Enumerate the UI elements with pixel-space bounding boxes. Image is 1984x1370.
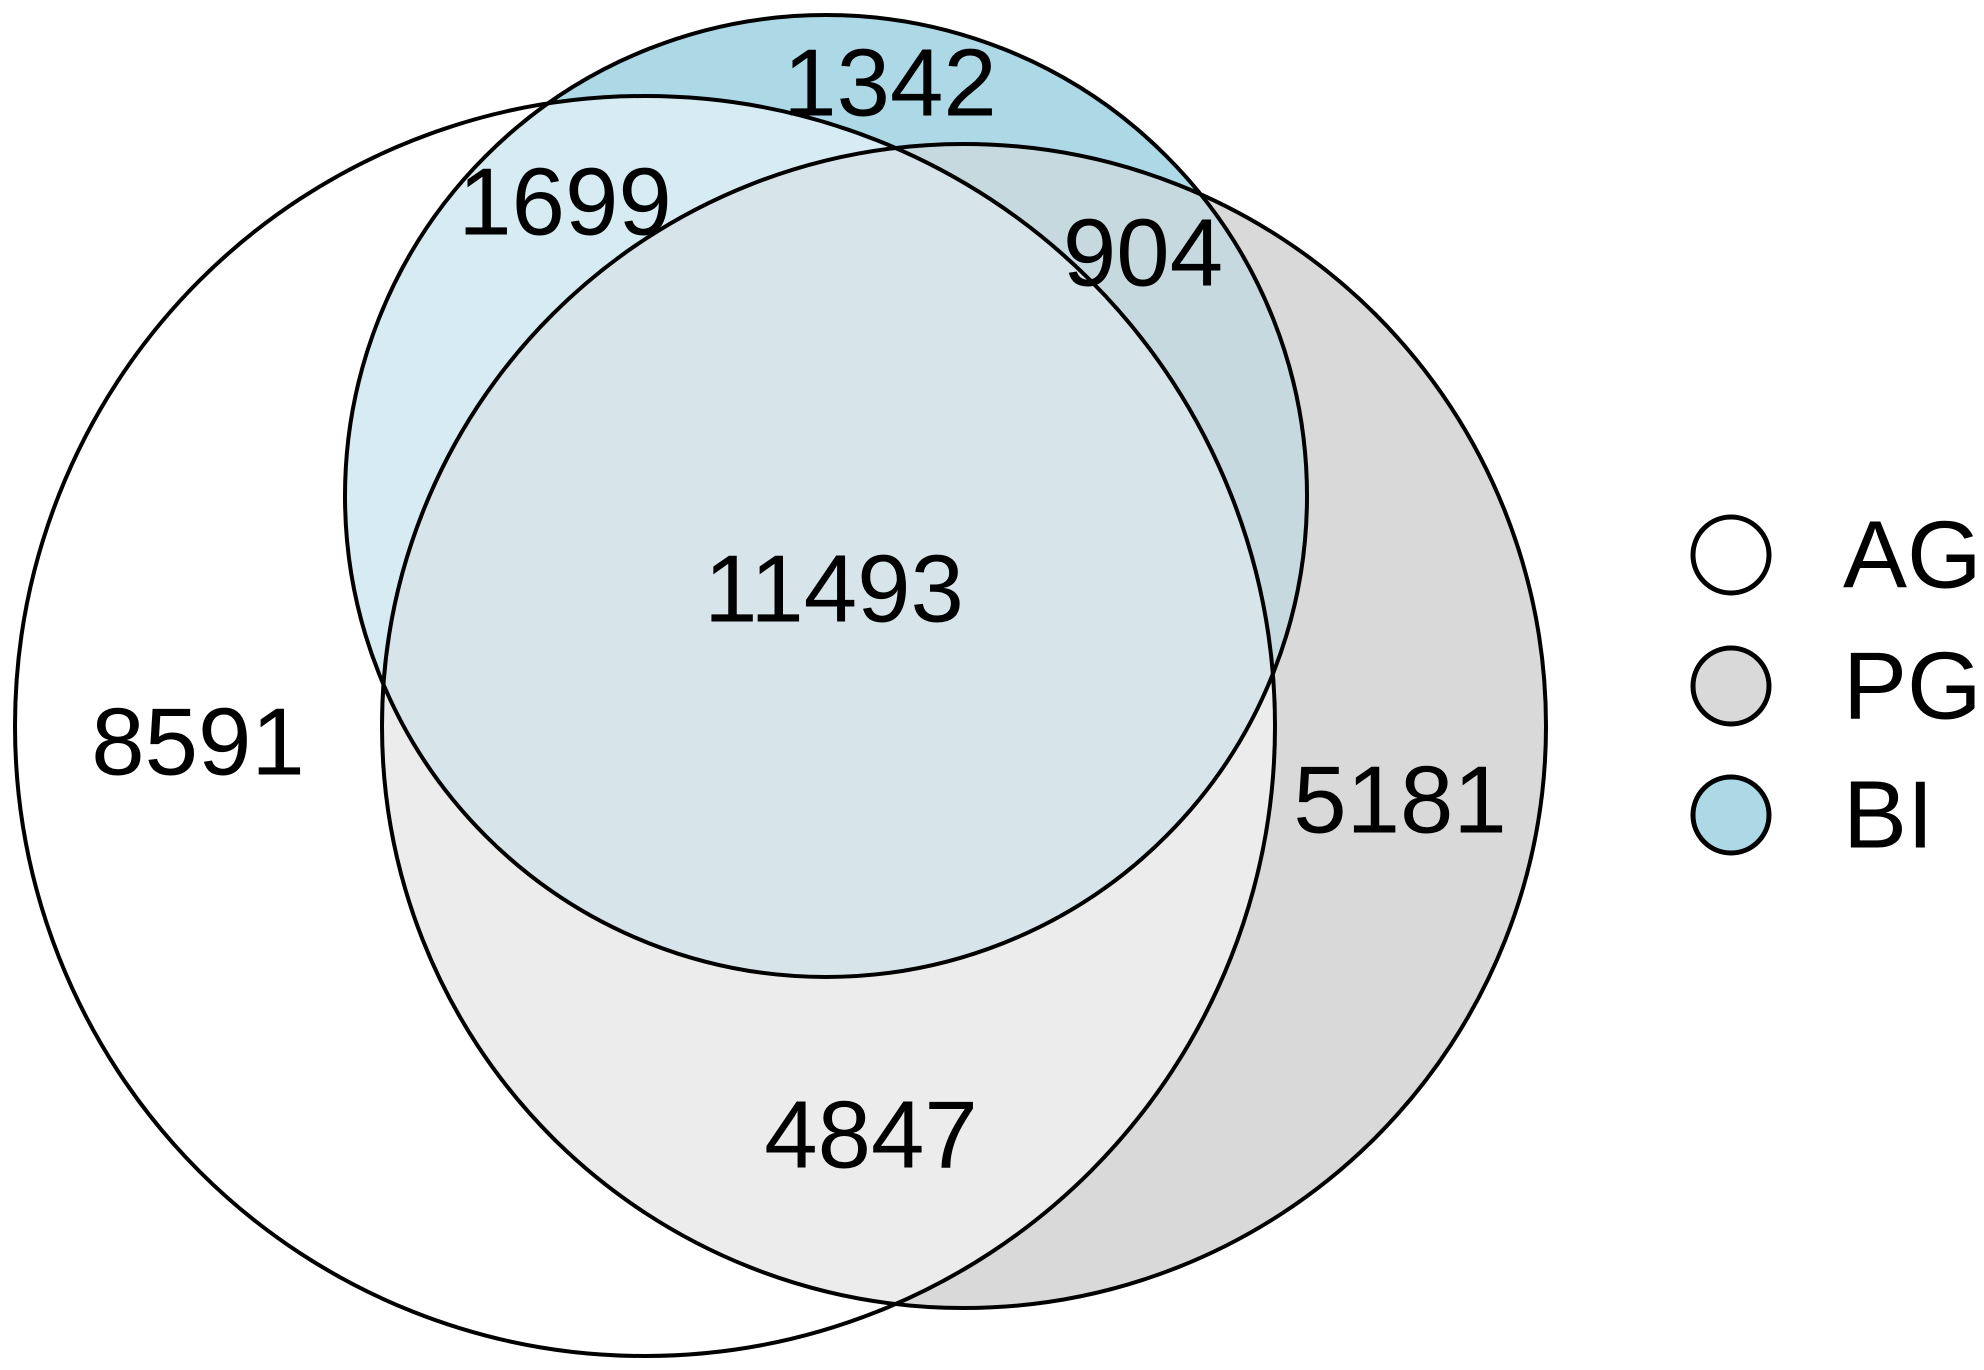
legend-label-ag: AG [1843, 502, 1982, 609]
count-pg-only: 5181 [1293, 747, 1507, 854]
legend-swatch-bi [1690, 774, 1772, 856]
count-bi-only: 1342 [783, 30, 997, 137]
legend-item-pg: PG [1690, 633, 1982, 740]
count-ag-pg-bi: 11493 [704, 536, 964, 643]
count-pg-bi: 904 [1063, 200, 1223, 307]
count-ag-only: 8591 [91, 689, 305, 796]
count-ag-bi: 1699 [458, 149, 672, 256]
legend-item-ag: AG [1690, 502, 1982, 609]
count-ag-pg: 4847 [764, 1082, 978, 1189]
legend: AG PG BI [1690, 502, 1982, 869]
legend-item-bi: BI [1690, 762, 1934, 869]
legend-label-pg: PG [1843, 633, 1982, 740]
legend-swatch-pg [1690, 645, 1772, 727]
legend-label-bi: BI [1843, 762, 1934, 869]
pg-circle-outline [380, 142, 1548, 1310]
bi-circle-outline [343, 13, 1309, 979]
legend-swatch-ag [1690, 514, 1772, 596]
ag-circle-outline [13, 94, 1277, 1358]
